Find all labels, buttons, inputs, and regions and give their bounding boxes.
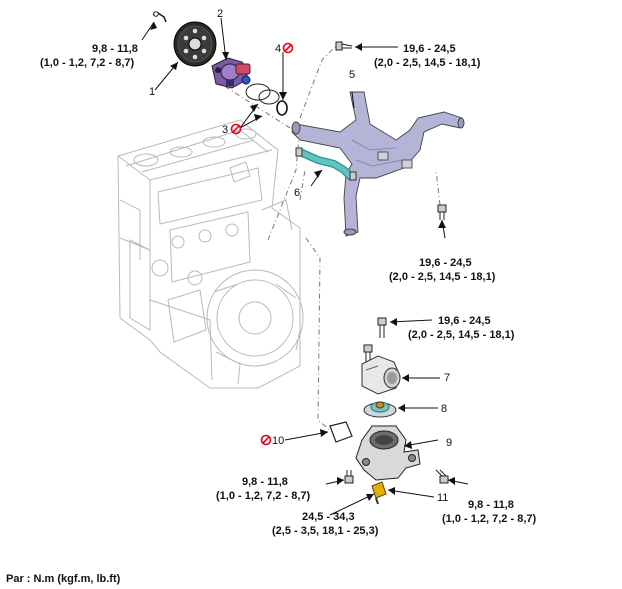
torque-value: 19,6 - 24,5 (438, 315, 491, 327)
prohibition-circle-icon (282, 42, 294, 54)
housing-bolt-top (377, 317, 387, 338)
callout-9: 9 (446, 437, 452, 449)
torque-mid-right: 19,6 - 24,5 (2,0 - 2,5, 14,5 - 18,1) (389, 257, 496, 283)
engine-block (117, 119, 304, 389)
pipe-bolt-top (335, 41, 353, 51)
bypass-hose (295, 147, 357, 181)
water-inlet-pipe (291, 91, 465, 237)
torque-value: 9,8 - 11,8 (468, 499, 514, 511)
callout-1: 1 (149, 86, 155, 98)
torque-alt-units: (1,0 - 1,2, 7,2 - 8,7) (442, 513, 536, 525)
callout-2: 2 (217, 8, 223, 20)
torque-alt-units: (2,0 - 2,5, 14,5 - 18,1) (408, 329, 515, 341)
torque-value: 19,6 - 24,5 (403, 43, 456, 55)
unit-note: Par : N.m (kgf.m, lb.ft) (6, 573, 121, 585)
callout-5: 5 (349, 69, 355, 81)
torque-alt-units: (2,0 - 2,5, 14,5 - 18,1) (374, 57, 481, 69)
torque-pulley: 9,8 - 11,8 (1,0 - 1,2, 7,2 - 8,7) (40, 43, 138, 69)
housing-bolt-bottom-left (344, 470, 354, 484)
torque-value: 9,8 - 11,8 (92, 43, 138, 55)
housing-bolt-bottom-right (435, 469, 449, 484)
pipe-bolt-right (437, 204, 447, 220)
torque-sensor: 24,5 - 34,3 (2,5 - 3,5, 18,1 - 25,3) (272, 511, 379, 537)
torque-alt-units: (2,0 - 2,5, 14,5 - 18,1) (389, 271, 496, 283)
callout-numbers: 1 2 3 4 5 6 7 8 9 10 11 (149, 8, 452, 504)
pump-gaskets (245, 83, 280, 105)
torque-value: 19,6 - 24,5 (419, 257, 472, 269)
torque-alt-units: (2,5 - 3,5, 18,1 - 25,3) (272, 525, 379, 537)
thermostat (363, 401, 397, 418)
water-pump (211, 57, 251, 89)
callout-10: 10 (272, 435, 284, 447)
prohibition-circle-icon (260, 434, 272, 446)
callout-8: 8 (441, 403, 447, 415)
thermostat-cover (361, 355, 401, 395)
torque-top-right: 19,6 - 24,5 (2,0 - 2,5, 14,5 - 18,1) (374, 43, 481, 69)
callout-4: 4 (275, 43, 281, 55)
torque-alt-units: (1,0 - 1,2, 7,2 - 8,7) (216, 490, 310, 502)
torque-value: 9,8 - 11,8 (242, 476, 288, 488)
torque-right-bolt: 9,8 - 11,8 (1,0 - 1,2, 7,2 - 8,7) (442, 499, 536, 525)
water-pump-pulley (173, 21, 217, 67)
torque-value: 24,5 - 34,3 (302, 511, 355, 523)
prohibition-circle-icon (230, 123, 242, 135)
callout-6: 6 (294, 187, 300, 199)
coolant-temperature-sensor (371, 481, 387, 505)
o-ring (276, 100, 288, 116)
callout-11: 11 (437, 492, 448, 504)
callout-3: 3 (222, 124, 228, 136)
callout-7: 7 (444, 372, 450, 384)
torque-left-bolt: 9,8 - 11,8 (1,0 - 1,2, 7,2 - 8,7) (216, 476, 310, 502)
torque-alt-units: (1,0 - 1,2, 7,2 - 8,7) (40, 57, 134, 69)
torque-housing: 19,6 - 24,5 (2,0 - 2,5, 14,5 - 18,1) (408, 315, 515, 341)
pulley-bolt (152, 11, 167, 23)
housing-gasket (329, 421, 353, 443)
leader-arrowheads (150, 22, 455, 501)
thermostat-housing (355, 425, 421, 481)
assembly-guide-lines (214, 45, 441, 433)
